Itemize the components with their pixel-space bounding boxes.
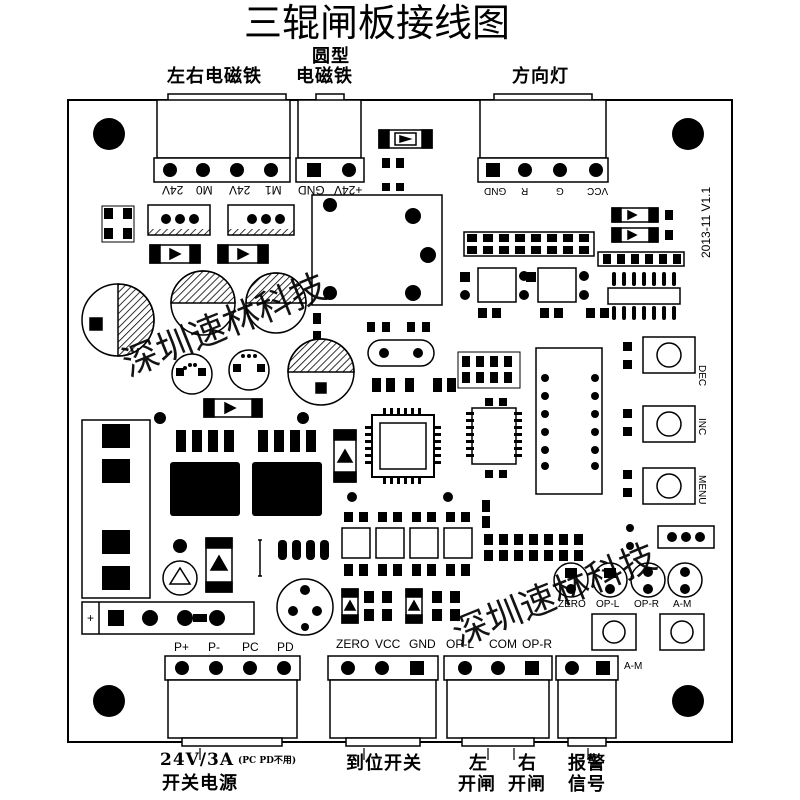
pin-limit-zero: ZERO (336, 637, 370, 651)
label-power-note: (PC PD不用) (238, 756, 297, 766)
mounting-holes (93, 118, 704, 717)
board-version: 2013-11 V1.1 (699, 186, 713, 258)
pin-open-op-l: OP-L (446, 637, 475, 651)
pin-power-p-minus: P- (208, 640, 220, 654)
label-left-right-magnet: 左右电磁铁 (167, 66, 262, 87)
pin-light-r: R (521, 185, 529, 196)
capacitors (81, 270, 355, 406)
pin-light-gnd: GND (484, 185, 507, 196)
label-left-open-1: 左 (469, 753, 488, 774)
pin-round-gnd: GND (298, 183, 325, 197)
label-round-magnet-line2: 电磁铁 (296, 66, 353, 87)
label-right-open-1: 右 (518, 753, 537, 774)
pin-limit-gnd: GND (409, 637, 436, 651)
button-label-dec: DEC (696, 365, 707, 387)
pin-power-pd: PD (277, 640, 294, 654)
label-limit-switch: 到位开关 (346, 753, 422, 774)
mcu-chip (365, 408, 441, 484)
plus-mark: + (87, 611, 95, 625)
button-label-menu: MENU (696, 475, 707, 505)
pin-open-op-r: OP-R (522, 637, 552, 651)
label-direction-light: 方向灯 (512, 66, 569, 87)
label-left-open-2: 开闸 (458, 774, 496, 795)
pin-light-g: G (556, 185, 564, 196)
led-label-op-r: OP-R (634, 599, 659, 610)
label-alarm-1: 报警 (568, 753, 606, 774)
pin-magnet-1: M0 (196, 183, 213, 197)
pin-am: A-M (624, 661, 643, 672)
page-title: 三辊闸板接线图 (244, 1, 511, 45)
pin-power-pc: PC (242, 640, 259, 654)
control-buttons (623, 336, 696, 505)
pin-magnet-2: 24V (229, 183, 251, 197)
pin-limit-vcc: VCC (375, 637, 401, 651)
pin-magnet-3: M1 (265, 183, 282, 197)
button-label-inc: INC (696, 418, 707, 436)
display-module (535, 347, 603, 495)
status-leds (553, 562, 703, 598)
led-label-a-m: A-M (673, 599, 692, 610)
top-connector-pins (163, 163, 603, 177)
regulators (170, 430, 322, 516)
label-round-magnet-line1: 圆型 (312, 46, 350, 67)
pin-magnet-0: 24V (162, 183, 184, 197)
pin-power-p-plus: P+ (174, 640, 190, 654)
label-power-name: 开关电源 (162, 773, 238, 794)
led-label-op-l: OP-L (596, 599, 620, 610)
label-alarm-2: 信号 (568, 774, 606, 795)
pin-open-com: COM (489, 637, 517, 651)
label-right-open-2: 开闸 (508, 774, 546, 795)
pin-round-24v: +24V (334, 183, 363, 197)
label-power-spec: 24V/3A (160, 750, 235, 770)
led-label-zero: ZERO (558, 599, 586, 610)
pin-light-vcc: VCC (587, 185, 609, 196)
